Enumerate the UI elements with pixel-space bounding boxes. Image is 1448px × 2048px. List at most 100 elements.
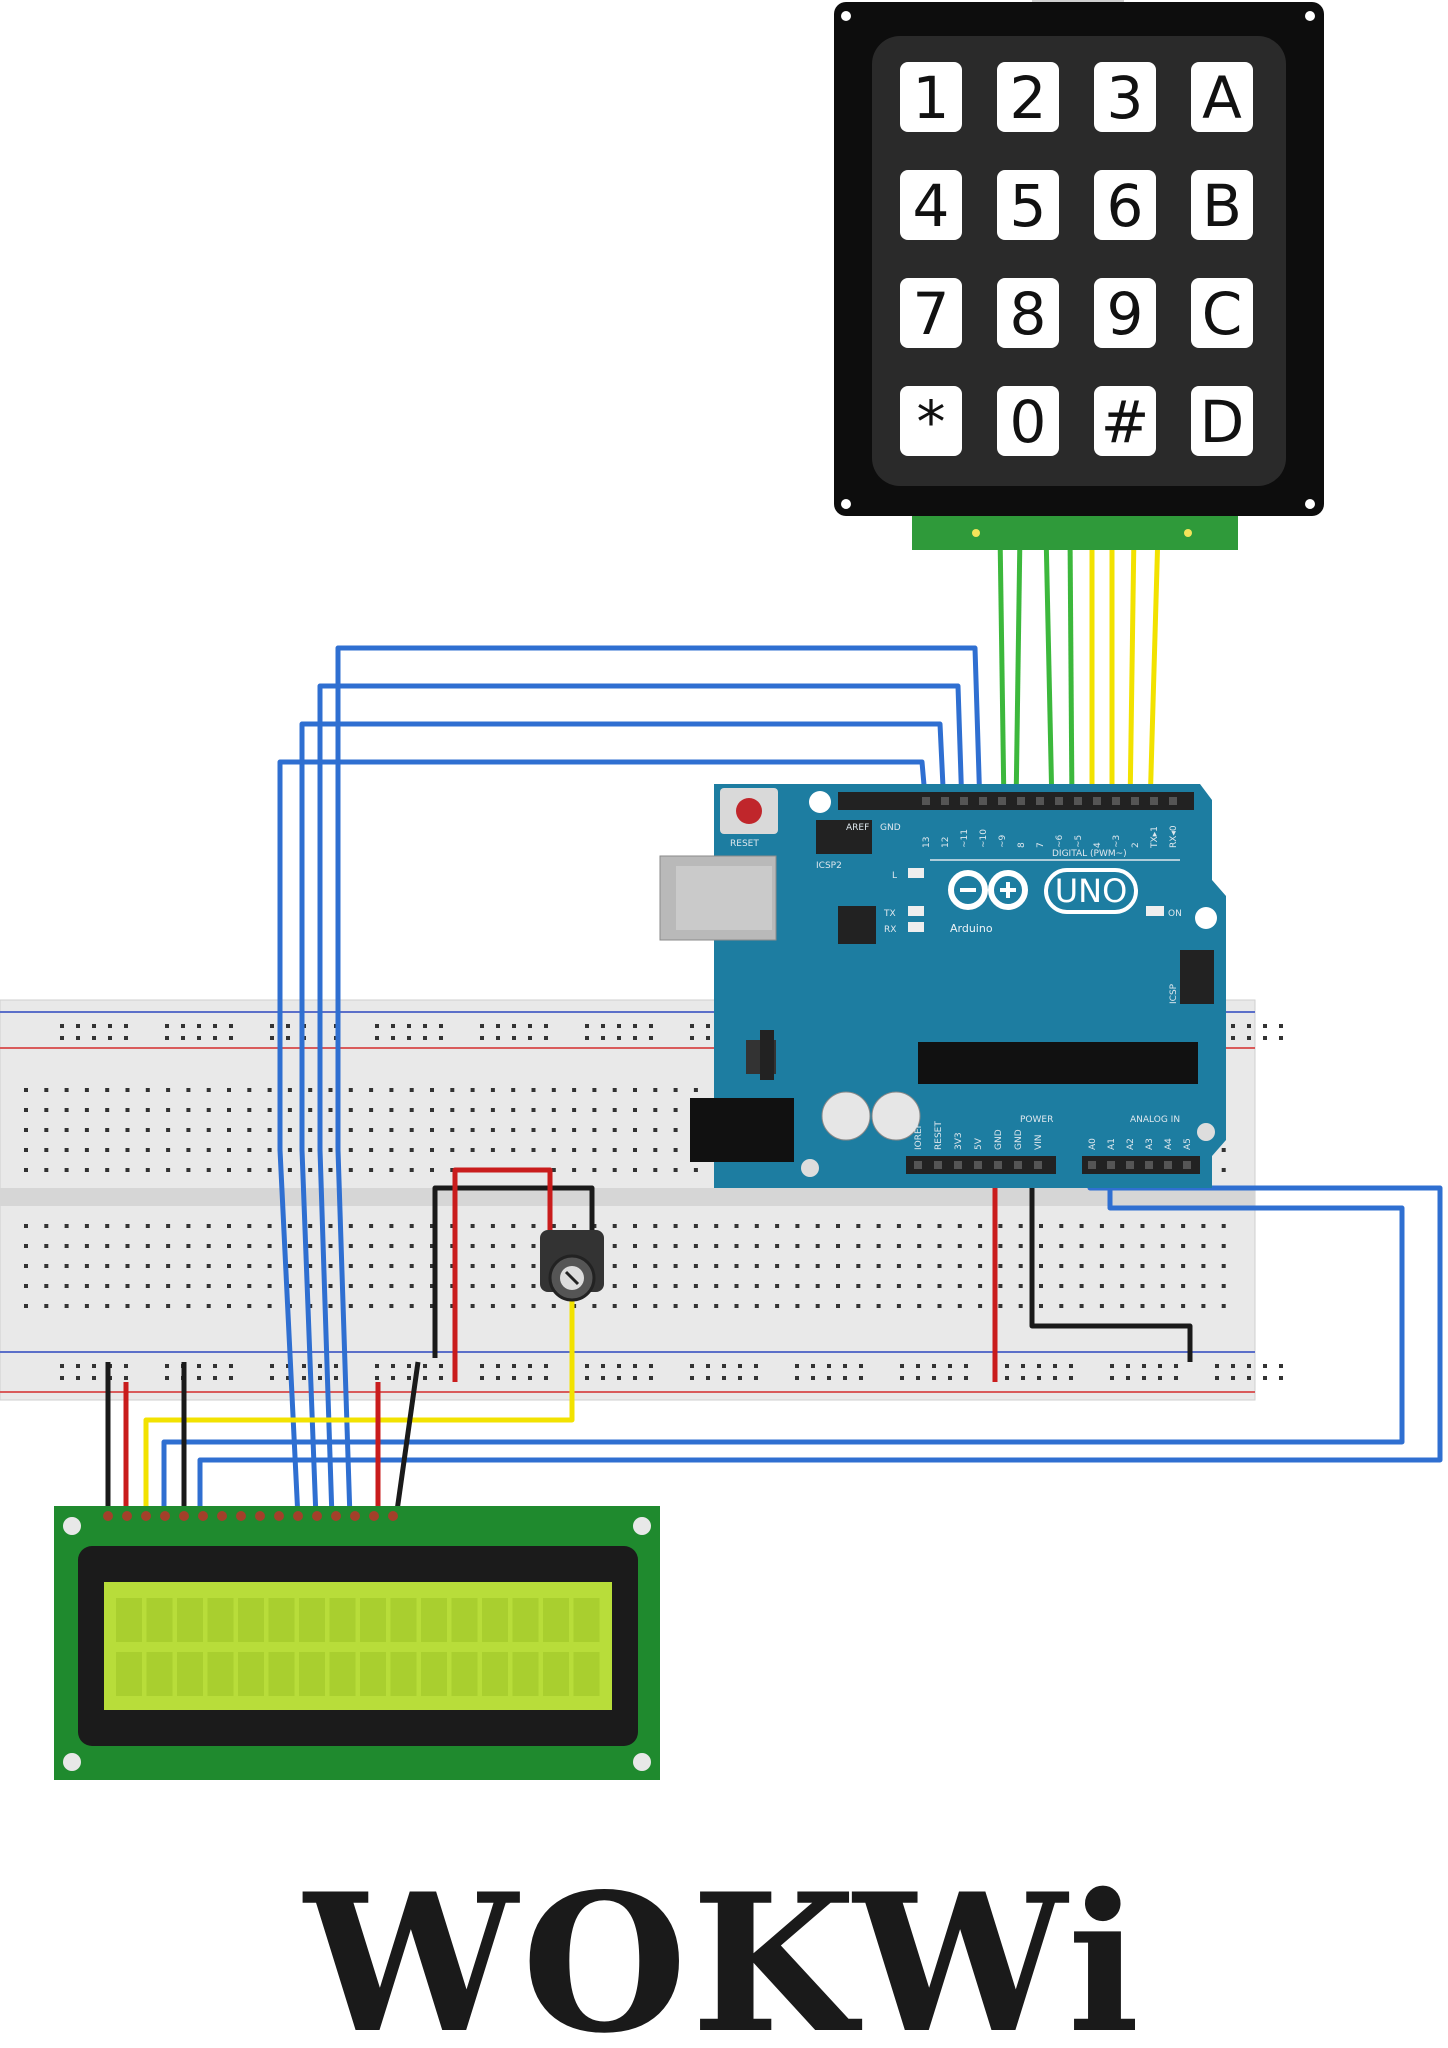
keypad-key[interactable]: 6 — [1094, 170, 1156, 240]
wire-black-pot — [432, 1185, 595, 1358]
lcd-pin[interactable] — [293, 1511, 303, 1521]
lcd-cell — [543, 1598, 569, 1642]
power-pin[interactable] — [1034, 1161, 1042, 1169]
lcd-pin[interactable] — [255, 1511, 265, 1521]
lcd-cell — [482, 1652, 508, 1696]
lcd-pin[interactable] — [331, 1511, 341, 1521]
lcd-pin[interactable] — [122, 1511, 132, 1521]
lcd-cell — [177, 1652, 203, 1696]
keypad-key-label: 5 — [1010, 172, 1047, 240]
keypad-key[interactable]: C — [1191, 278, 1253, 348]
lcd-cell — [573, 1598, 600, 1642]
digital-pin[interactable] — [941, 797, 949, 805]
digital-pin[interactable] — [922, 797, 930, 805]
keypad-key-label: 2 — [1010, 64, 1047, 132]
keypad-key[interactable]: D — [1191, 386, 1253, 456]
digital-pin[interactable] — [998, 797, 1006, 805]
keypad-key-label: A — [1202, 64, 1242, 132]
lcd-cell — [238, 1598, 264, 1642]
wire-yellow-3 — [1127, 531, 1137, 809]
lcd-pin[interactable] — [274, 1511, 284, 1521]
lcd-pin[interactable] — [369, 1511, 379, 1521]
keypad-key[interactable]: 2 — [997, 62, 1059, 132]
analog-pin-label: A5 — [1183, 1138, 1193, 1150]
lcd-pin[interactable] — [312, 1511, 322, 1521]
keypad-key[interactable]: * — [900, 386, 962, 456]
digital-pin[interactable] — [1093, 797, 1101, 805]
lcd-pin[interactable] — [217, 1511, 227, 1521]
keypad-key[interactable]: A — [1191, 62, 1253, 132]
keypad-key[interactable]: B — [1191, 170, 1253, 240]
potentiometer[interactable] — [540, 1230, 604, 1302]
keypad-key[interactable]: 4 — [900, 170, 962, 240]
lcd-cell — [390, 1598, 417, 1642]
lcd-pin[interactable] — [141, 1511, 151, 1521]
power-pin[interactable] — [934, 1161, 942, 1169]
keypad-key[interactable]: # — [1094, 386, 1156, 456]
power-pin-label: GND — [994, 1129, 1004, 1150]
keypad-key[interactable]: 3 — [1094, 62, 1156, 132]
keypad-key[interactable]: 0 — [997, 386, 1059, 456]
analog-pin[interactable] — [1126, 1161, 1134, 1169]
digital-pin[interactable] — [1150, 797, 1158, 805]
wire-green-3 — [1043, 531, 1055, 809]
keypad-key[interactable]: 8 — [997, 278, 1059, 348]
digital-pin-label: 8 — [1017, 842, 1027, 848]
led-tx-label: TX — [883, 909, 896, 919]
power-pin[interactable] — [994, 1161, 1002, 1169]
analog-pin[interactable] — [1183, 1161, 1191, 1169]
digital-pin[interactable] — [1169, 797, 1177, 805]
analog-pin-label: A3 — [1145, 1138, 1155, 1150]
keypad-key[interactable]: 7 — [900, 278, 962, 348]
analog-pin[interactable] — [1164, 1161, 1172, 1169]
lcd-cell — [268, 1652, 295, 1696]
digital-pin-label: ~9 — [998, 834, 1008, 848]
digital-pin[interactable] — [1131, 797, 1139, 805]
digital-pin[interactable] — [1055, 797, 1063, 805]
power-pin[interactable] — [914, 1161, 922, 1169]
analog-pin[interactable] — [1088, 1161, 1096, 1169]
keypad-key[interactable]: 1 — [900, 62, 962, 132]
keypad-key[interactable]: 5 — [997, 170, 1059, 240]
wire-black-gnd — [1029, 1170, 1193, 1362]
lcd-cell — [360, 1598, 386, 1642]
power-pin[interactable] — [1014, 1161, 1022, 1169]
led-rx-label: RX — [884, 925, 896, 935]
analog-pin[interactable] — [1145, 1161, 1153, 1169]
keypad-key-label: 3 — [1107, 64, 1144, 132]
lcd-cell — [512, 1652, 539, 1696]
digital-pin[interactable] — [1112, 797, 1120, 805]
digital-pin[interactable] — [1074, 797, 1082, 805]
digital-pin[interactable] — [1036, 797, 1044, 805]
reset-label: RESET — [730, 839, 759, 849]
digital-pin[interactable] — [979, 797, 987, 805]
lcd-pin[interactable] — [350, 1511, 360, 1521]
icsp-label: ICSP — [1169, 983, 1179, 1004]
lcd-cell — [146, 1598, 173, 1642]
power-pin-label: GND — [1014, 1129, 1024, 1150]
keypad-key-label: 1 — [913, 64, 950, 132]
analog-pin[interactable] — [1107, 1161, 1115, 1169]
analog-pin-label: A1 — [1107, 1138, 1117, 1150]
lcd-pin[interactable] — [160, 1511, 170, 1521]
keypad-key-label: B — [1202, 172, 1242, 240]
lcd-cell — [512, 1598, 539, 1642]
power-pin[interactable] — [974, 1161, 982, 1169]
keypad-key-label: 7 — [913, 280, 950, 348]
lcd-pin[interactable] — [103, 1511, 113, 1521]
digital-pin[interactable] — [960, 797, 968, 805]
keypad-key[interactable]: 9 — [1094, 278, 1156, 348]
lcd-cell — [238, 1652, 264, 1696]
power-pin[interactable] — [954, 1161, 962, 1169]
lcd-pin[interactable] — [198, 1511, 208, 1521]
digital-pin-label: ~5 — [1074, 835, 1084, 848]
lcd-pin[interactable] — [179, 1511, 189, 1521]
wire-red-pot — [452, 1167, 553, 1382]
lcd-pin[interactable] — [388, 1511, 398, 1521]
lcd-pin[interactable] — [236, 1511, 246, 1521]
wire-blue-1 — [335, 645, 983, 1519]
digital-pin[interactable] — [1017, 797, 1025, 805]
arduino-brand-label: Arduino — [950, 922, 993, 935]
